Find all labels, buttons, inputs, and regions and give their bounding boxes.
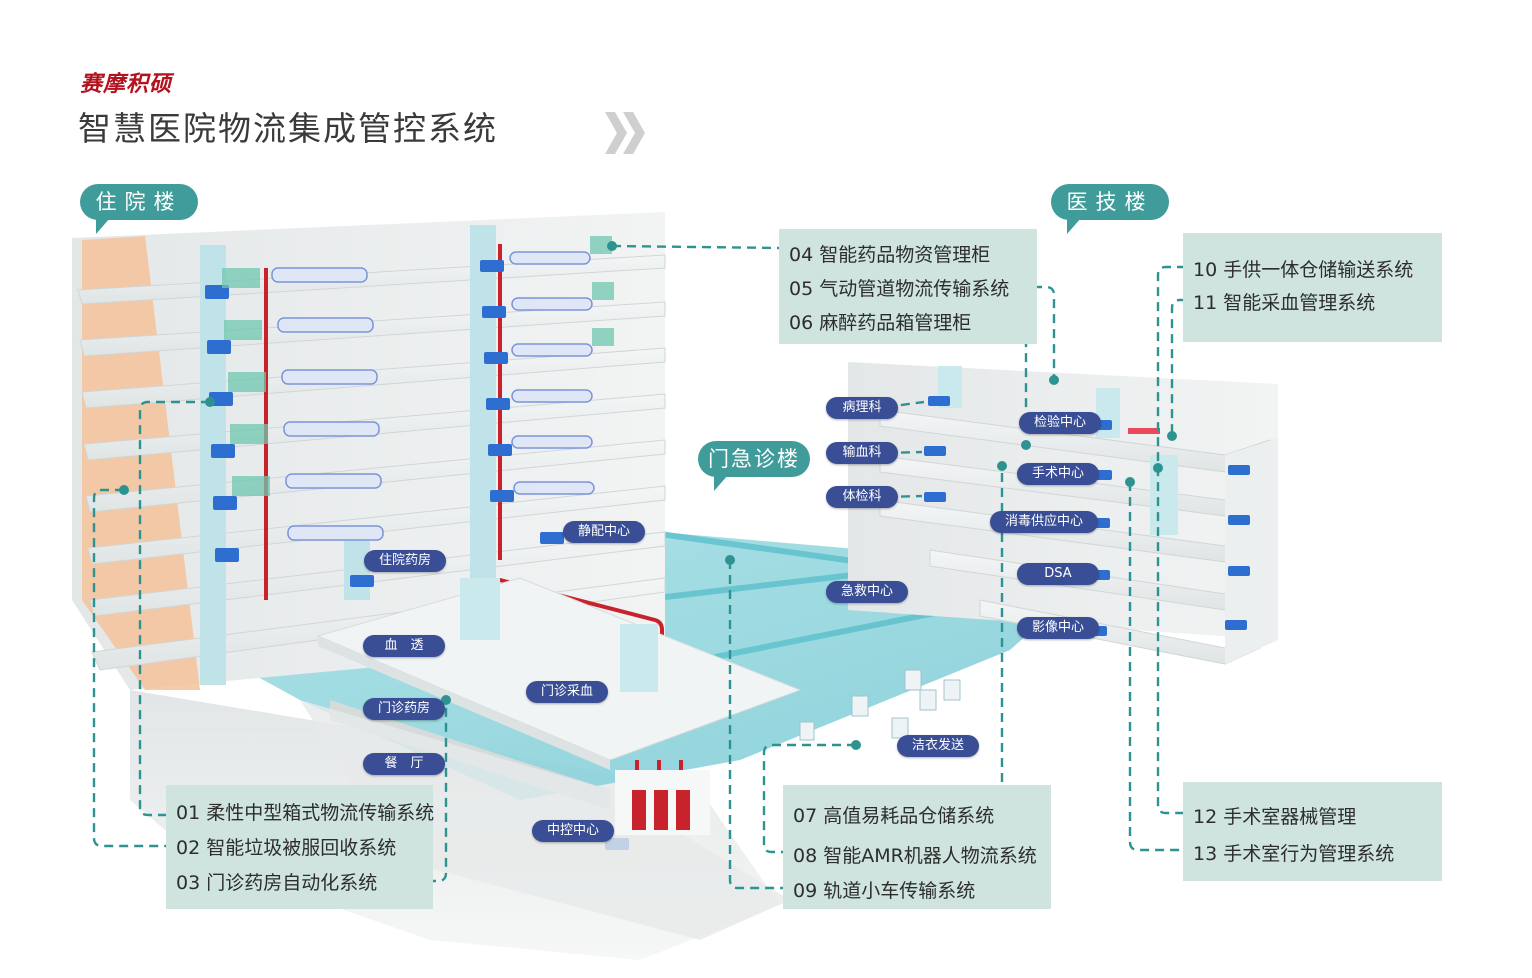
system-box-left: 01 柔性中型箱式物流传输系统 02 智能垃圾被服回收系统 03 门诊药房自动化… — [166, 785, 435, 909]
logistics-stations — [205, 260, 629, 850]
dept-tag-sterile-supply: 消毒供应中心 — [990, 511, 1098, 533]
system-item-12: 12 手术室器械管理 — [1193, 806, 1357, 828]
system-item-04: 04 智能药品物资管理柜 — [789, 244, 991, 266]
ward-beds — [271, 251, 595, 541]
system-item-07: 07 高值易耗品仓储系统 — [793, 805, 995, 827]
dept-tag-iv-center: 静配中心 — [563, 521, 645, 543]
system-item-13: 13 手术室行为管理系统 — [1193, 843, 1395, 865]
brand-name: 赛摩积硕 — [80, 72, 173, 97]
system-item-11: 11 智能采血管理系统 — [1193, 292, 1376, 314]
drug-cabinets — [222, 236, 614, 496]
system-box-top-mid: 04 智能药品物资管理柜 05 气动管道物流传输系统 06 麻醉药品箱管理柜 — [779, 229, 1037, 344]
system-item-02: 02 智能垃圾被服回收系统 — [176, 837, 397, 859]
outpatient-column — [460, 578, 500, 640]
system-box-top-right: 10 手供一体仓储输送系统 11 智能采血管理系统 — [1183, 233, 1442, 342]
building-label-inpatient: 住院楼 — [80, 184, 198, 234]
system-item-09: 09 轨道小车传输系统 — [793, 880, 976, 902]
dept-tag-control-center: 中控中心 — [532, 820, 614, 842]
dept-tag-pathology: 病理科 — [826, 397, 898, 419]
double-chevron-right-icon — [605, 112, 645, 154]
dept-tag-surgery-center: 手术中心 — [1017, 463, 1099, 485]
building-label-outpatient: 门急诊楼 — [698, 441, 810, 491]
system-item-06: 06 麻醉药品箱管理柜 — [789, 312, 972, 334]
dept-tag-outpatient-blood: 门诊采血 — [526, 681, 608, 703]
dept-tag-outpatient-pharmacy: 门诊药房 — [363, 698, 445, 720]
dept-tag-dialysis: 血 透 — [363, 635, 445, 657]
control-center-tanks — [632, 790, 690, 830]
building-label-medtech: 医技楼 — [1051, 184, 1169, 234]
page-title: 智慧医院物流集成管控系统 — [78, 109, 498, 148]
connector-dots — [119, 241, 1177, 750]
dept-tag-transfusion: 输血科 — [826, 442, 898, 464]
dept-tag-dsa: DSA — [1017, 563, 1099, 585]
dept-tag-imaging-center: 影像中心 — [1017, 617, 1099, 639]
amr-robots — [799, 669, 961, 741]
dept-tag-canteen: 餐 厅 — [363, 753, 445, 775]
dept-tag-lab-center: 检验中心 — [1019, 412, 1101, 434]
system-box-bottom-right: 12 手术室器械管理 13 手术室行为管理系统 — [1183, 782, 1442, 881]
medtech-columns — [938, 366, 1178, 535]
inpatient-columns — [200, 225, 496, 685]
system-item-08: 08 智能AMR机器人物流系统 — [793, 845, 1037, 867]
blood-collection-table — [1128, 428, 1160, 434]
dept-tag-inpatient-pharmacy: 住院药房 — [364, 550, 446, 572]
system-item-01: 01 柔性中型箱式物流传输系统 — [176, 802, 435, 824]
system-item-03: 03 门诊药房自动化系统 — [176, 872, 378, 894]
dept-tag-clean-linen: 洁衣发送 — [897, 735, 979, 757]
dept-tag-emergency-center: 急救中心 — [826, 581, 908, 603]
dept-tag-checkup: 体检科 — [826, 486, 898, 508]
system-item-10: 10 手供一体仓储输送系统 — [1193, 259, 1414, 281]
system-item-05: 05 气动管道物流传输系统 — [789, 278, 1010, 300]
system-box-bottom-mid: 07 高值易耗品仓储系统 08 智能AMR机器人物流系统 09 轨道小车传输系统 — [783, 785, 1051, 909]
